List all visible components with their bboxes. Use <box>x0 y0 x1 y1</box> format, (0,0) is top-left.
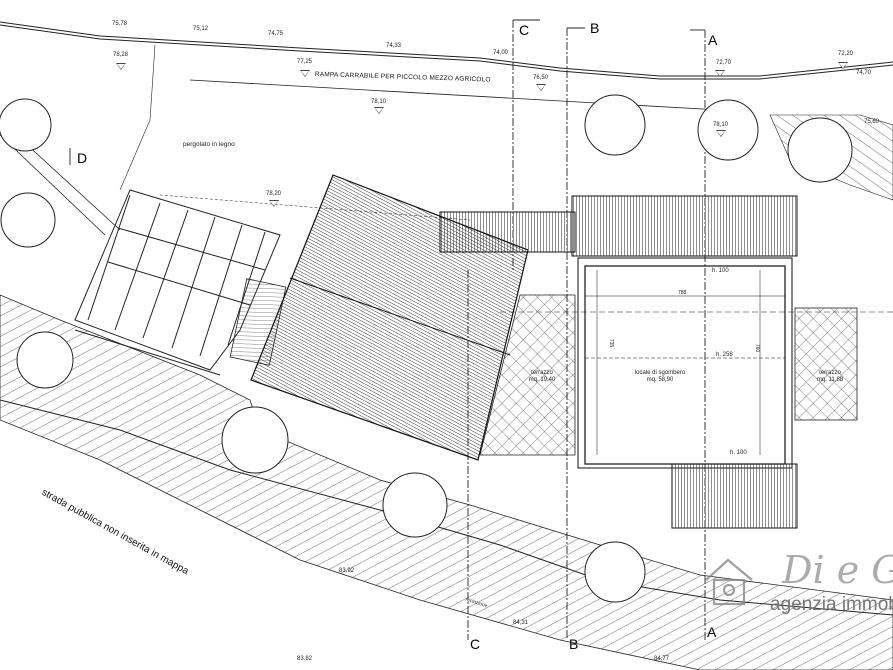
dimension-label: h. 100 <box>712 268 729 274</box>
elevation-label: 78,28 <box>113 52 129 58</box>
elevation-marker <box>715 70 725 77</box>
elevation-label: 74,75 <box>268 31 284 37</box>
logo-subtitle: agenzia immobi <box>770 594 893 615</box>
elevation-marker <box>838 62 848 69</box>
section-marker-c: C <box>519 22 530 38</box>
room-name: locale di sgombero <box>634 370 686 376</box>
section-marker-c-bottom: C <box>470 636 481 652</box>
terrace-left-label: terrazzo mq. 19,40 <box>520 370 564 384</box>
elevation-label: 84,31 <box>513 620 529 626</box>
elevation-marker <box>269 200 279 207</box>
elevation-label: 83,82 <box>297 656 313 662</box>
elevation-label: 78,20 <box>266 191 282 197</box>
logo-house-icon <box>705 558 753 606</box>
terraces <box>479 294 858 456</box>
section-marker-d: D <box>77 150 88 166</box>
room-name: terrazzo <box>819 370 841 376</box>
dimension-label: 788 <box>678 290 687 296</box>
upper-boundary <box>0 21 893 191</box>
elevation-label: 77,25 <box>297 59 313 65</box>
elevation-label: 75,78 <box>112 21 128 27</box>
room-area: mq. 19,40 <box>528 377 556 383</box>
elevation-marker <box>716 130 726 137</box>
elevation-label: 75,60 <box>864 119 880 125</box>
elevation-label: 75,12 <box>193 26 209 32</box>
dimension-label: h. 100 <box>730 450 747 456</box>
section-marker-b: B <box>590 20 600 36</box>
elevation-marker <box>300 70 310 77</box>
logo-script: Di e G <box>782 548 893 592</box>
room-area: mq. 58,90 <box>646 377 674 383</box>
elevation-label: 78,10 <box>371 99 387 105</box>
elevation-marker <box>116 63 126 70</box>
elevation-label: 72,70 <box>716 60 732 66</box>
dimension-label: 735 <box>608 338 615 348</box>
elevation-label: 72,20 <box>838 51 854 57</box>
terrace-right-label: terrazzo mq. 11,88 <box>808 370 852 384</box>
elevation-marker <box>536 84 546 91</box>
elevation-label: 78,10 <box>713 122 729 128</box>
main-room-label: locale di sgombero mq. 58,90 <box>630 370 690 384</box>
pergola-label: pergolato in legno <box>183 141 235 148</box>
dimension-label: h. 258 <box>716 352 733 358</box>
room-name: terrazzo <box>531 370 553 376</box>
elevation-label: 74,33 <box>386 43 402 49</box>
section-marker-a: A <box>708 32 718 48</box>
section-marker-b-bottom: B <box>569 636 579 652</box>
elevation-label: 74,00 <box>493 50 509 56</box>
dimension-label: 760 <box>754 343 761 353</box>
room-area: mq. 11,88 <box>816 377 844 383</box>
elevation-label: 83,92 <box>339 568 355 574</box>
trees <box>0 94 853 603</box>
elevation-label: 74,70 <box>856 70 872 76</box>
elevation-label: 76,50 <box>533 75 549 81</box>
elevation-marker <box>374 107 384 114</box>
elevation-label: 84,77 <box>654 656 670 662</box>
section-marker-a-bottom: A <box>707 624 717 640</box>
building-shed <box>439 195 798 529</box>
